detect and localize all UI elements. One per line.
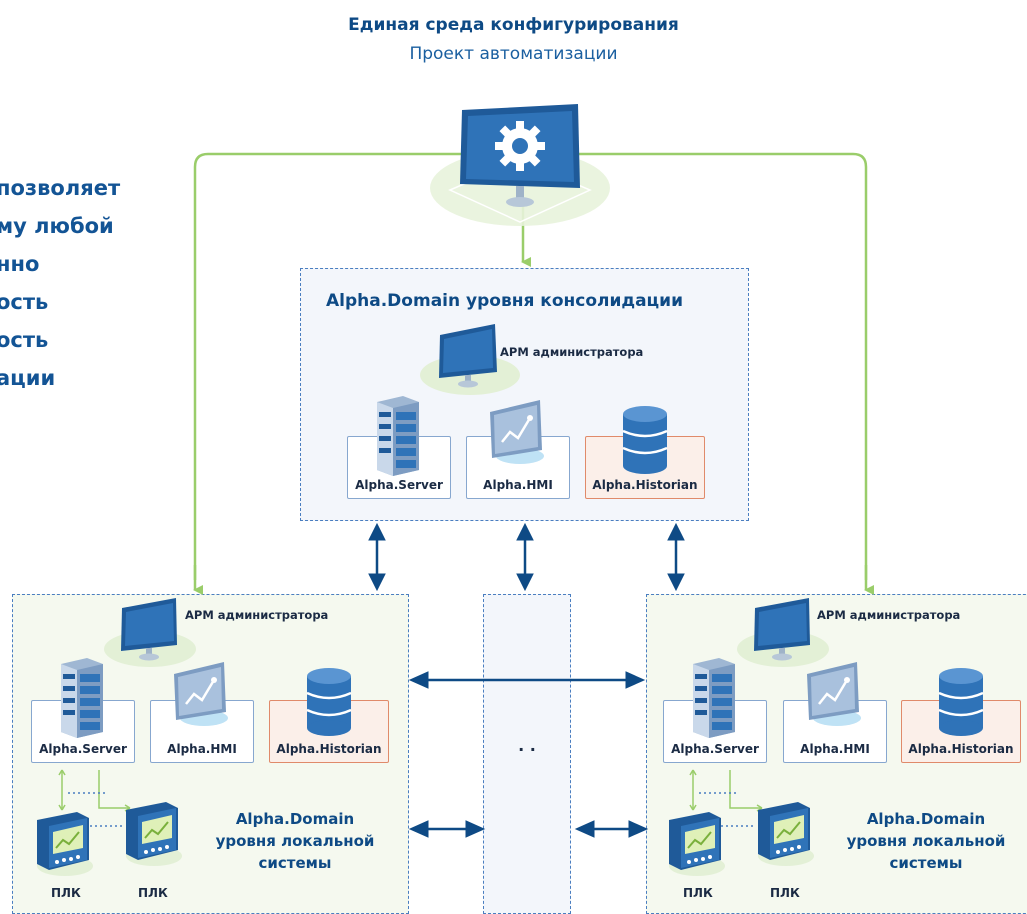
monitor-icon <box>737 598 829 667</box>
consolidation-hmi-label: Alpha.HMI <box>483 478 553 492</box>
left-text-line-6: ации <box>0 366 56 390</box>
consolidation-domain-title: Alpha.Domain уровня консолидации <box>326 291 683 311</box>
local-right-plc-label-1: ПЛК <box>683 886 713 900</box>
double-arrow-icon <box>516 522 534 592</box>
double-arrow-icon <box>667 522 685 592</box>
local-left-historian-label: Alpha.Historian <box>276 742 382 756</box>
double-arrow-icon <box>574 820 649 838</box>
hmi-panel-icon <box>174 662 228 726</box>
more-domains-ellipsis: . . <box>518 736 536 755</box>
left-text-line-1: позволяет <box>0 176 121 200</box>
hmi-panel-icon <box>490 400 544 464</box>
local-left-arm-label: АРМ администратора <box>185 608 329 622</box>
plc-device-icon <box>758 802 814 866</box>
consolidation-historian-label: Alpha.Historian <box>592 478 698 492</box>
local-right-title-line-3: системы <box>889 854 963 872</box>
server-icon <box>61 658 103 738</box>
local-right-hmi-label: Alpha.HMI <box>800 742 870 756</box>
local-right-title-line-2: уровня локальной <box>846 832 1006 850</box>
monitor-icon <box>104 598 196 667</box>
left-text-line-2: му любой <box>0 214 114 238</box>
local-left-domain-title: Alpha.Domain уровня локальной системы <box>205 808 385 874</box>
plc-links-left <box>58 769 131 827</box>
local-right-arm-label: АРМ администратора <box>817 608 961 622</box>
consolidation-server-label: Alpha.Server <box>355 478 443 492</box>
database-icon <box>938 668 984 736</box>
local-left-plc-label-1: ПЛК <box>51 886 81 900</box>
local-left-title-line-1: Alpha.Domain <box>235 810 355 828</box>
monitor-gear-icon <box>430 104 610 226</box>
local-left-title-line-3: системы <box>258 854 332 872</box>
local-right-plc-label-2: ПЛК <box>770 886 800 900</box>
plc-links-right <box>689 769 763 827</box>
local-left-hmi-label: Alpha.HMI <box>167 742 237 756</box>
plc-device-icon <box>669 812 725 876</box>
plc-device-icon <box>37 812 93 876</box>
more-domains-box <box>483 594 571 914</box>
config-env-title: Единая среда конфигурирования <box>348 15 679 35</box>
green-line-right <box>565 152 868 580</box>
consolidation-arm-label: АРМ администратора <box>500 345 644 359</box>
double-arrow-icon <box>408 820 486 838</box>
plc-device-icon <box>126 802 182 866</box>
double-arrow-icon <box>408 671 646 689</box>
server-icon <box>377 396 419 476</box>
database-icon <box>306 668 352 736</box>
local-left-plc-label-2: ПЛК <box>138 886 168 900</box>
local-right-server-label: Alpha.Server <box>671 742 759 756</box>
local-right-historian-label: Alpha.Historian <box>908 742 1014 756</box>
local-right-title-line-1: Alpha.Domain <box>866 810 986 828</box>
left-text-line-5: ость <box>0 328 49 352</box>
server-icon <box>693 658 735 738</box>
local-right-domain-title: Alpha.Domain уровня локальной системы <box>836 808 1016 874</box>
green-line-left <box>193 152 463 580</box>
database-icon <box>622 406 668 474</box>
double-arrow-icon <box>368 522 386 592</box>
local-left-title-line-2: уровня локальной <box>215 832 375 850</box>
config-env-subtitle: Проект автоматизации <box>409 44 618 64</box>
monitor-icon <box>420 324 520 395</box>
left-text-line-3: нно <box>0 252 40 276</box>
local-left-server-label: Alpha.Server <box>39 742 127 756</box>
left-text-line-4: ость <box>0 290 49 314</box>
hmi-panel-icon <box>807 662 861 726</box>
